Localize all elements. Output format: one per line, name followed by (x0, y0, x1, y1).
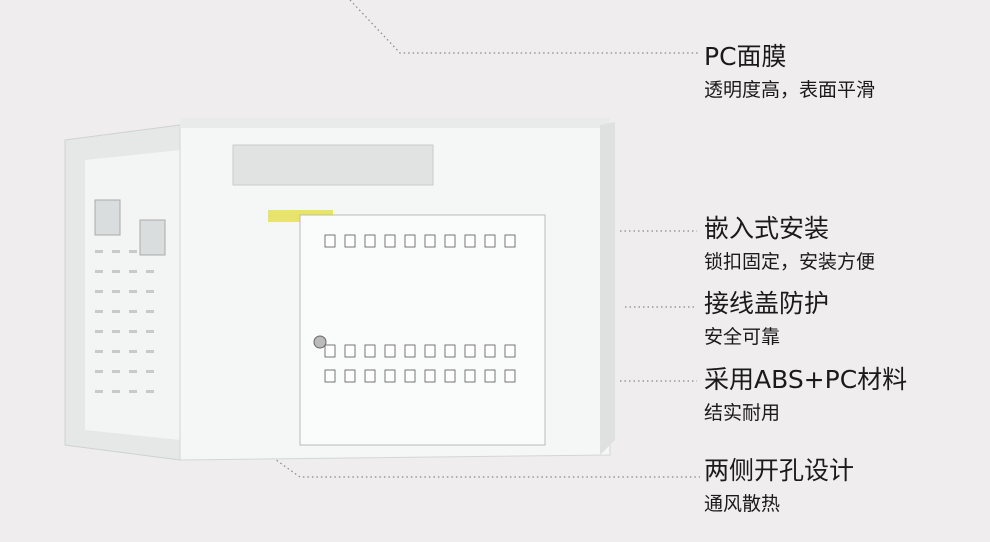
feature-side-vents: 两侧开孔设计 通风散热 (704, 456, 854, 516)
feature-title: 嵌入式安装 (704, 214, 830, 243)
feature-title: PC面膜 (704, 42, 787, 71)
leader-line-pc-film (349, 0, 700, 54)
mounting-clip (139, 219, 166, 256)
leader-lines (261, 0, 700, 478)
feature-title: 两侧开孔设计 (704, 456, 855, 485)
feature-subtitle: 通风散热 (704, 493, 781, 515)
controller-device (64, 118, 615, 461)
feature-subtitle: 结实耐用 (704, 402, 781, 424)
feature-title: 接线盖防护 (704, 289, 830, 318)
feature-material: 采用ABS+PC材料 结实耐用 (704, 365, 907, 425)
feature-subtitle: 透明度高，表面平滑 (704, 79, 876, 101)
screw-icon (313, 335, 327, 349)
feature-subtitle: 锁扣固定，安装方便 (704, 251, 876, 273)
side-vents (95, 250, 154, 393)
terminal-blocks (324, 234, 516, 383)
feature-terminal-cover: 接线盖防护 安全可靠 (704, 289, 829, 349)
feature-embedded-install: 嵌入式安装 锁扣固定，安装方便 (704, 214, 875, 274)
feature-subtitle: 安全可靠 (704, 326, 781, 348)
spec-label (232, 144, 434, 186)
feature-title: 采用ABS+PC材料 (704, 365, 908, 394)
mounting-clip (94, 199, 121, 236)
terminal-cover (299, 214, 546, 446)
feature-pc-film: PC面膜 透明度高，表面平滑 (704, 42, 875, 102)
